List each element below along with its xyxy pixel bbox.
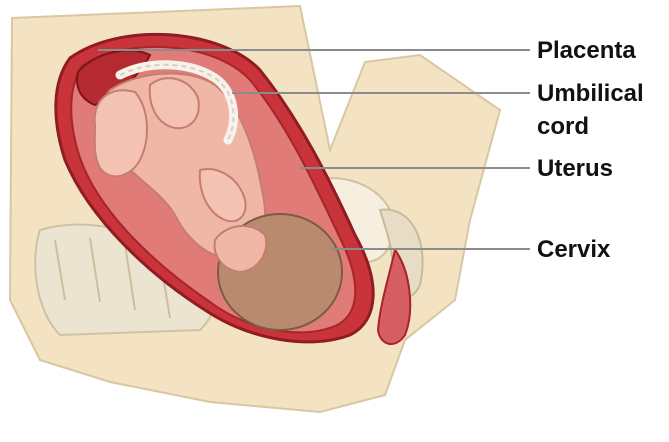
label-uterus: Uterus [537,155,613,183]
label-umbilical: Umbilical [537,80,644,108]
label-placenta: Placenta [537,37,636,65]
label-cervix: Cervix [537,236,610,264]
label-cord: cord [537,113,589,141]
